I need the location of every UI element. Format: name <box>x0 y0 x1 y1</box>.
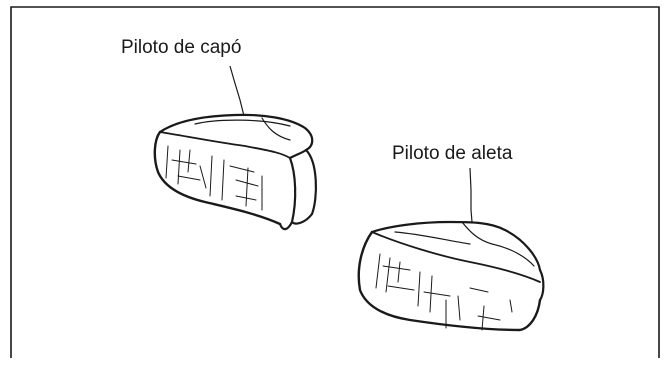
figure-frame <box>10 6 660 358</box>
hood-lamp-illustration <box>153 113 318 231</box>
fender-lamp-leader-line <box>469 167 473 223</box>
hood-lamp-label: Piloto de capó <box>121 37 242 58</box>
fender-lamp-label: Piloto de aleta <box>392 143 513 164</box>
fender-lamp-illustration <box>357 220 545 332</box>
hood-lamp-leader-line <box>229 65 245 117</box>
